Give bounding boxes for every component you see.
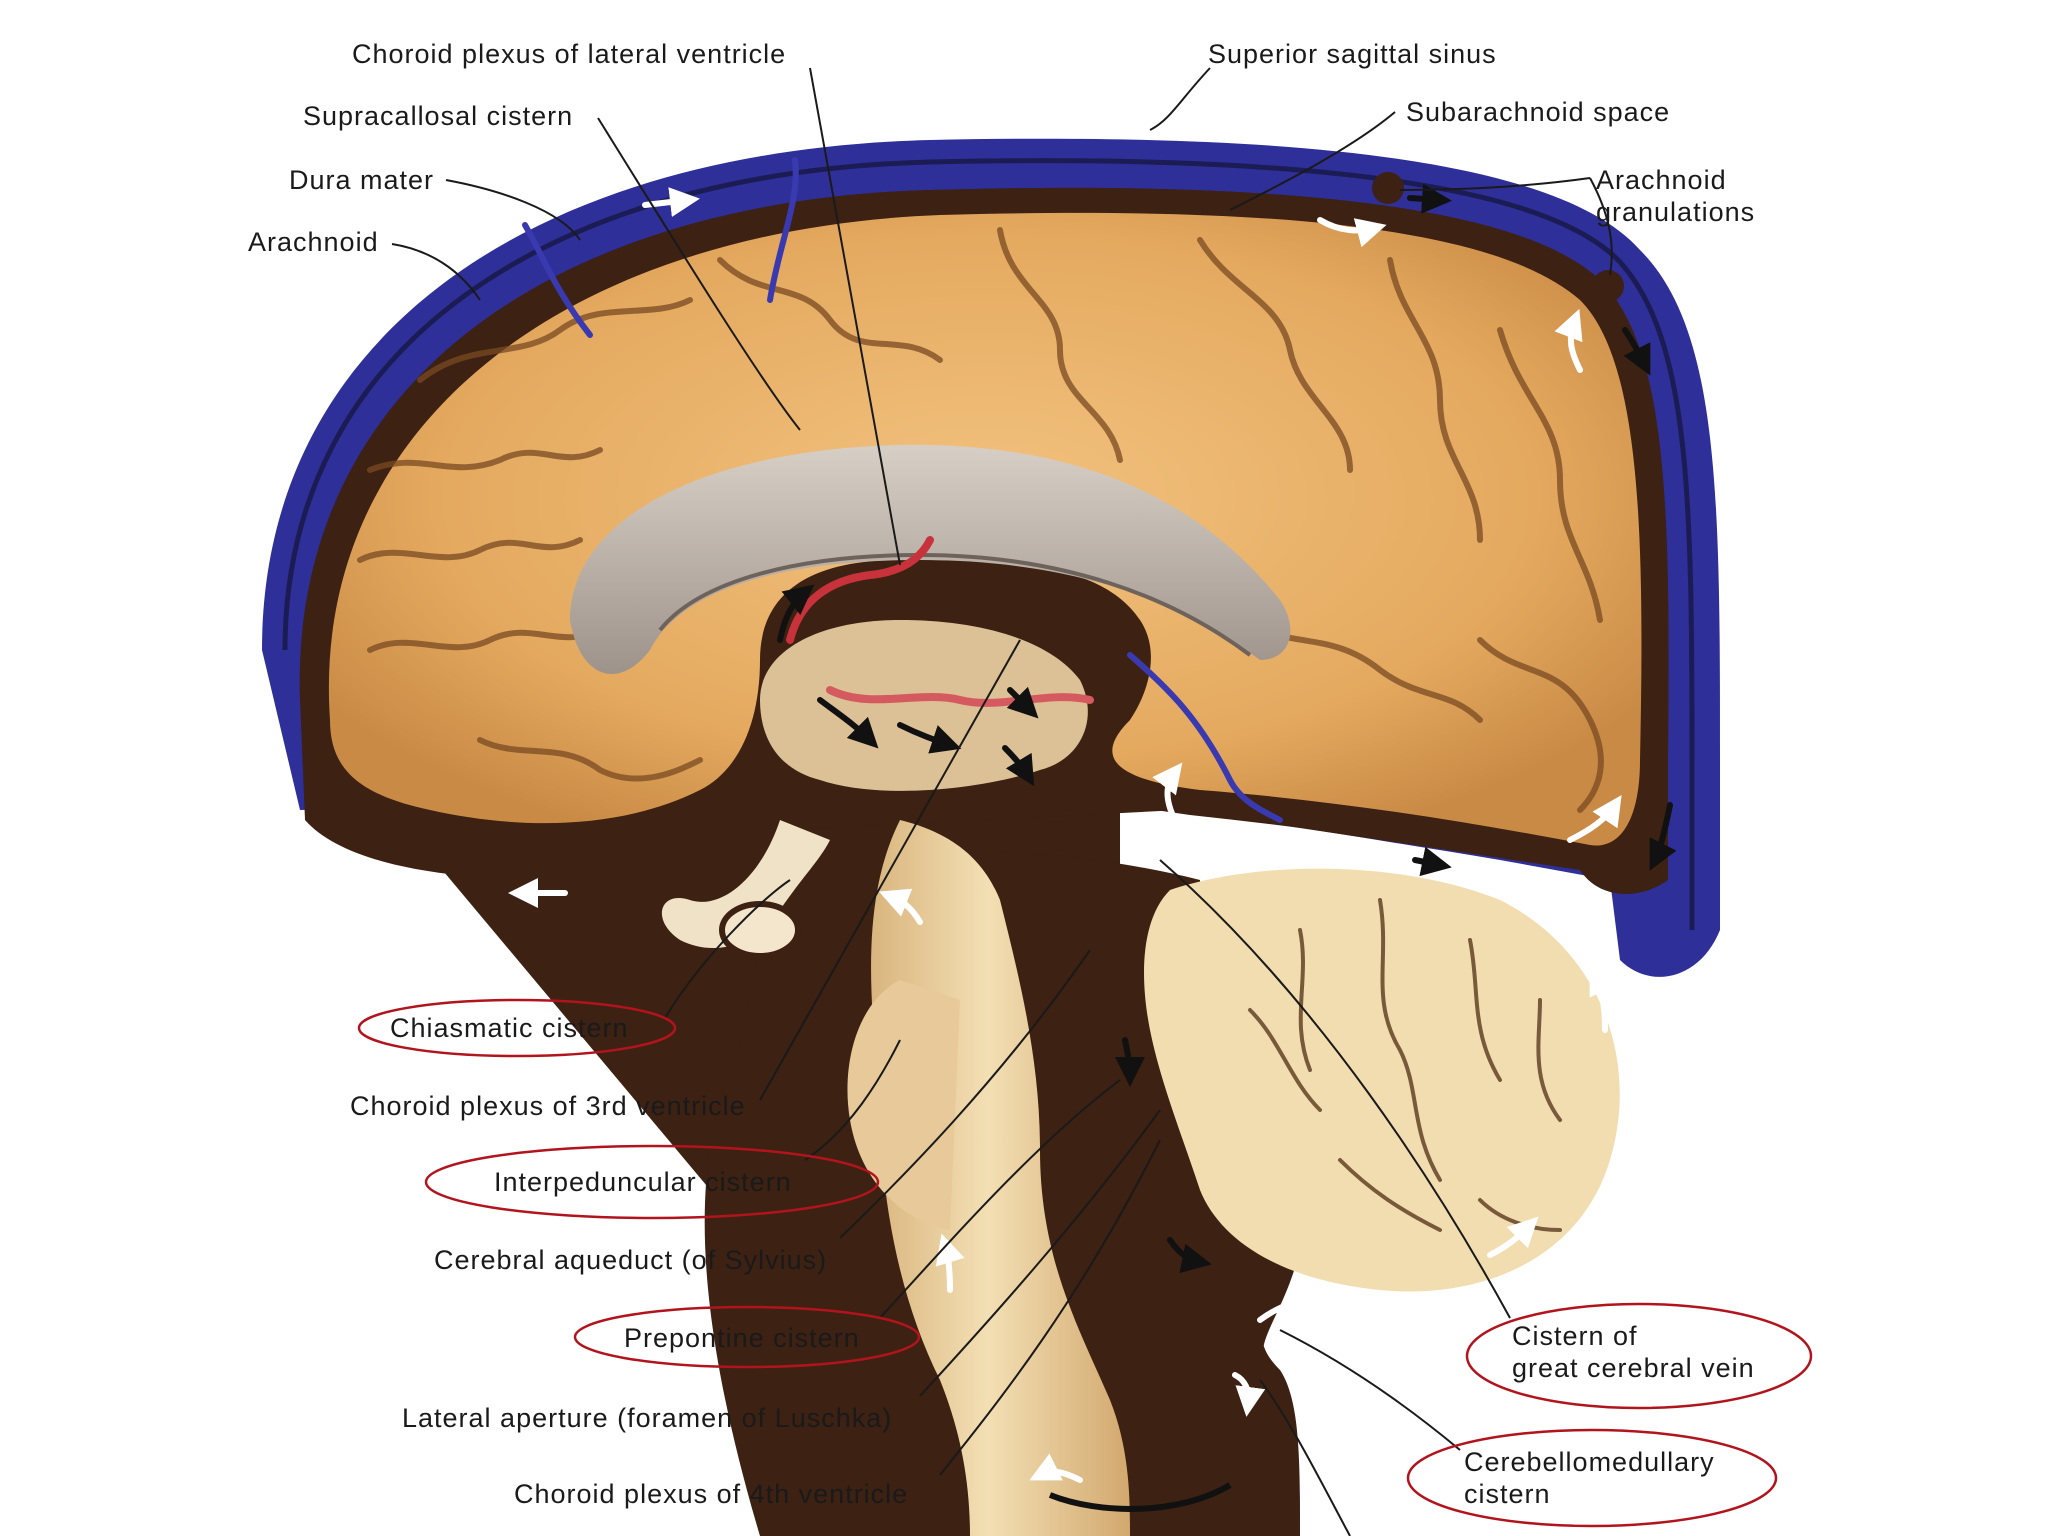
label-arachnoid-granulations-line1: Arachnoid — [1596, 165, 1727, 195]
prepontine-oval — [573, 1305, 921, 1369]
label-cistern-great-cerebral-vein: Cistern of great cerebral vein — [1512, 1320, 1755, 1384]
chiasmatic-oval — [357, 998, 677, 1058]
highlight-ovals — [357, 998, 1813, 1528]
label-subarachnoid-space: Subarachnoid space — [1406, 97, 1671, 127]
label-chiasmatic-cistern: Chiasmatic cistern — [390, 1013, 629, 1043]
bridging-veins — [522, 157, 1283, 823]
brainstem — [847, 820, 1130, 1536]
leader-lines — [391, 67, 1613, 1536]
label-arachnoid: Arachnoid — [248, 227, 379, 257]
label-supracallosal-cistern: Supracallosal cistern — [303, 101, 574, 131]
label-superior-sagittal-sinus: Superior sagittal sinus — [1208, 39, 1497, 69]
great-vein-oval — [1465, 1302, 1813, 1410]
label-dura-mater: Dura mater — [289, 165, 435, 195]
label-great-vein-line2: great cerebral vein — [1512, 1353, 1755, 1383]
label-arachnoid-granulations: Arachnoid granulations — [1596, 164, 1755, 228]
interpeduncular-oval — [424, 1144, 880, 1220]
label-great-vein-line1: Cistern of — [1512, 1321, 1638, 1351]
label-cerebellomedullary-cistern: Cerebellomedullary cistern — [1464, 1446, 1715, 1510]
cerebellum — [1144, 868, 1620, 1292]
label-choroid-plexus-4th: Choroid plexus of 4th ventricle — [514, 1479, 909, 1509]
optic-chiasm-pituitary — [661, 820, 830, 959]
label-prepontine-cistern: Prepontine cistern — [624, 1323, 860, 1353]
label-arachnoid-granulations-line2: granulations — [1596, 197, 1756, 227]
foramen-magnum-arc — [1048, 1482, 1232, 1512]
cerebellomedullary-oval — [1406, 1428, 1778, 1528]
csf-flow-arrows-black — [777, 183, 1677, 1274]
label-lateral-aperture: Lateral aperture (foramen of Luschka) — [402, 1403, 893, 1433]
arachnoid-granulations — [1372, 172, 1624, 302]
label-cerebral-aqueduct: Cerebral aqueduct (of Sylvius) — [434, 1245, 828, 1275]
label-choroid-plexus-3rd: Choroid plexus of 3rd ventricle — [350, 1091, 746, 1121]
label-cerebellomedullary-line2: cistern — [1464, 1479, 1551, 1509]
label-interpeduncular-cistern: Interpeduncular cistern — [494, 1167, 792, 1197]
csf-flow-arrows-white — [508, 187, 1622, 1483]
label-choroid-plexus-lateral: Choroid plexus of lateral ventricle — [352, 39, 787, 69]
label-cerebellomedullary-line1: Cerebellomedullary — [1464, 1447, 1715, 1477]
